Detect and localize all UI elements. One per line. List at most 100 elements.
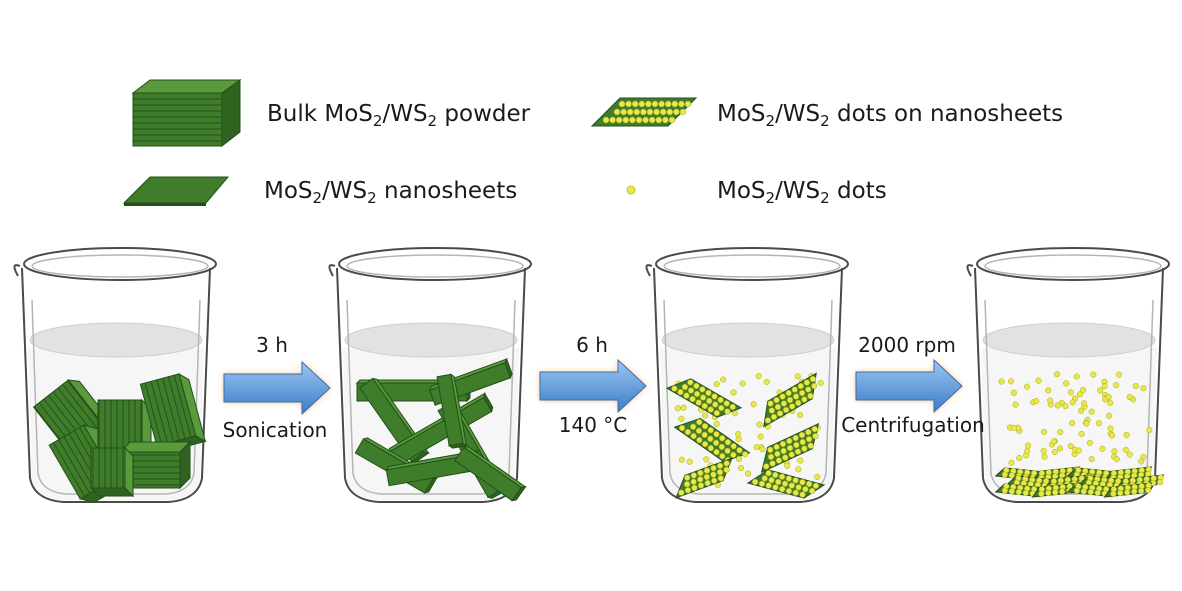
dot [1012, 401, 1019, 408]
dot [684, 474, 691, 481]
dot [1069, 399, 1076, 406]
step3-speed-label: 2000 rpm [858, 333, 956, 357]
beaker-rim-inner [663, 254, 841, 278]
dot [1157, 479, 1164, 486]
dot [664, 100, 672, 108]
dot [690, 433, 697, 440]
dot [1109, 432, 1116, 439]
dot [809, 376, 816, 383]
dot [1067, 389, 1074, 396]
nanosheet-icon [122, 176, 230, 206]
legend: Bulk MoS2/WS2 powder MoS2/WS2 dots on na… [122, 79, 1063, 207]
dot [1025, 442, 1032, 449]
dot [1106, 412, 1113, 419]
dot [713, 439, 720, 446]
dot [770, 413, 778, 420]
dot [1067, 443, 1074, 450]
dot [724, 447, 731, 454]
dot [737, 465, 745, 472]
dot [764, 417, 771, 424]
dot [757, 433, 764, 440]
dot [811, 382, 818, 390]
dotted-nanosheet [675, 457, 733, 499]
dot [794, 448, 802, 455]
step2-temperature-label: 140 °C [559, 413, 628, 437]
dot [711, 393, 718, 400]
dot [783, 406, 790, 413]
dot [633, 108, 641, 116]
dot [779, 393, 786, 400]
dot [786, 396, 794, 404]
dot [1024, 447, 1031, 454]
beaker-1 [13, 247, 217, 504]
arrow-heating [539, 358, 647, 414]
dot [795, 399, 802, 406]
dot [713, 380, 720, 388]
dot [765, 482, 772, 489]
dot [799, 491, 806, 498]
dot [719, 435, 726, 442]
dot [729, 403, 736, 410]
dot [1101, 383, 1108, 390]
dot [1140, 385, 1147, 392]
dot [768, 407, 775, 414]
dotted-nanosheet [1103, 482, 1153, 498]
dot [779, 486, 786, 493]
dot [730, 451, 737, 458]
arrow-shape [539, 358, 647, 414]
dot [1078, 430, 1085, 437]
beaker-wall [21, 267, 211, 503]
dot [701, 423, 709, 430]
dot [646, 108, 654, 116]
dot [773, 443, 780, 450]
dot [794, 373, 801, 380]
dot [1117, 490, 1124, 497]
dot [1063, 380, 1070, 387]
legend-label-nanosheets: MoS2/WS2 nanosheets [264, 178, 517, 207]
dot [635, 116, 643, 124]
dots-on-nanosheets-icon [590, 97, 698, 127]
dot [1040, 428, 1047, 436]
dot [817, 379, 824, 387]
dot [703, 473, 710, 481]
step2-time-label: 6 h [576, 333, 608, 357]
dot [1077, 407, 1085, 414]
dot [697, 469, 704, 476]
dot [716, 469, 724, 476]
dot [799, 479, 806, 486]
dot [1008, 378, 1015, 385]
dot [1087, 489, 1094, 496]
dot [1126, 451, 1133, 458]
dot [679, 108, 687, 116]
beaker-rim [655, 247, 849, 281]
dot [695, 399, 702, 406]
dot [706, 397, 713, 405]
dot [1113, 456, 1120, 463]
dot [699, 386, 706, 393]
dot [753, 444, 760, 451]
dot [1008, 488, 1015, 495]
dot [1073, 487, 1080, 494]
dot [686, 458, 693, 465]
dot [710, 471, 717, 478]
dot [1051, 448, 1058, 455]
dot [805, 429, 812, 436]
arrow-centrifugation [855, 358, 963, 414]
dot [690, 423, 697, 430]
dot [788, 482, 795, 489]
dot [618, 100, 626, 108]
dot [1001, 487, 1008, 494]
dot [626, 108, 634, 116]
dot [797, 411, 804, 419]
dot [773, 397, 780, 404]
dot [782, 454, 789, 461]
dot [701, 403, 708, 410]
dot [684, 100, 692, 108]
dot [1123, 431, 1130, 439]
step1-time-label: 3 h [256, 333, 288, 357]
dot [750, 401, 757, 408]
dot [609, 116, 616, 124]
dot [1122, 446, 1129, 453]
dot [799, 439, 806, 446]
beaker-3 [645, 247, 849, 503]
